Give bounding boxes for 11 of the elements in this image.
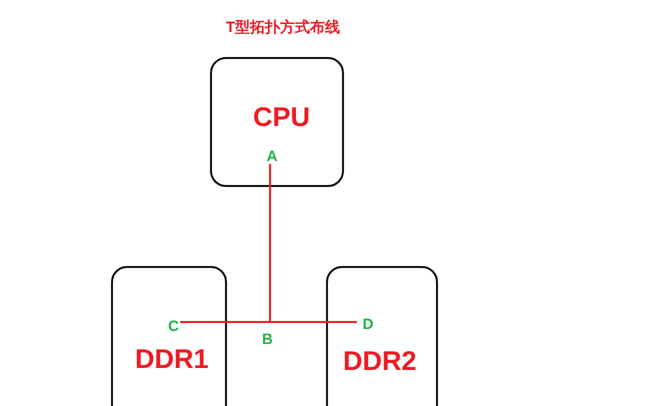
- point-label: D: [360, 316, 376, 334]
- component-box: [111, 266, 227, 406]
- junction-label: B: [262, 332, 273, 347]
- component-box: [210, 57, 344, 187]
- point-label: C: [166, 318, 181, 336]
- component-box: [326, 266, 438, 406]
- component-label: DDR2: [343, 348, 417, 375]
- point-label: A: [264, 148, 280, 166]
- component-label: DDR1: [135, 346, 209, 373]
- component-label: CPU: [253, 104, 310, 131]
- diagram-title: T型拓扑方式布线: [224, 18, 342, 37]
